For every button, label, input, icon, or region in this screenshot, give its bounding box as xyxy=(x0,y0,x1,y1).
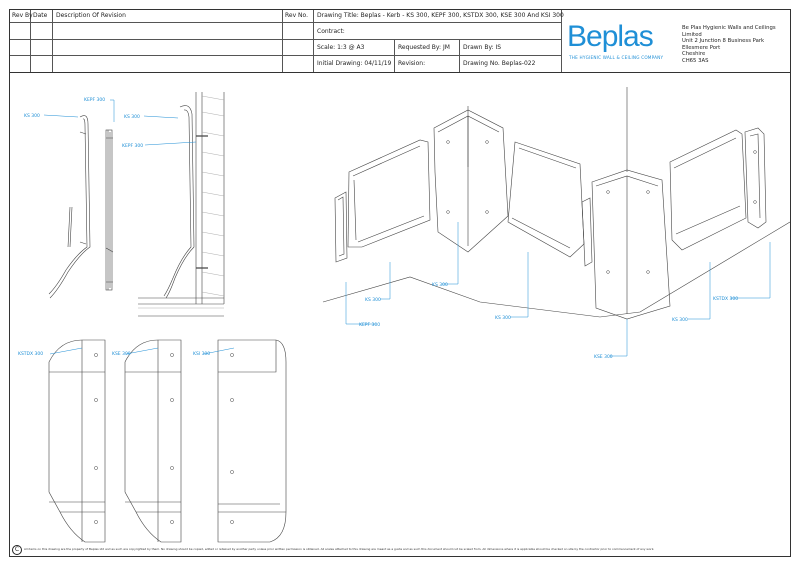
contract-field: Contract: xyxy=(317,28,345,35)
kepf300-profile xyxy=(105,129,114,291)
title-block: Rev By Date Description Of Revision Rev … xyxy=(10,10,790,73)
ks300-label: KS 300 xyxy=(24,113,40,119)
company-address: Be Plas Hygienic Walls and Ceilings Limi… xyxy=(682,25,790,65)
isometric-assembly xyxy=(322,87,791,320)
kepf300-label: KEPF 300 xyxy=(84,97,105,103)
kepf300-label: KEPF 300 xyxy=(122,143,143,149)
kstdx300-label: KSTDX 300 xyxy=(18,351,43,357)
divider xyxy=(394,39,395,72)
requested-by-field: Requested By: JM xyxy=(398,44,450,51)
ks300-profile xyxy=(48,115,91,299)
company-name: Be Plas Hygienic Walls and Ceilings Limi… xyxy=(682,25,776,38)
drawn-by-field: Drawn By: IS xyxy=(463,44,502,51)
divider xyxy=(10,39,561,40)
ks300-label: KS 300 xyxy=(672,317,688,323)
divider xyxy=(52,10,53,72)
ks300-label: KS 300 xyxy=(432,282,448,288)
copyright-notice: All items on this drawing are the proper… xyxy=(24,547,655,551)
divider xyxy=(282,10,283,72)
description-header: Description Of Revision xyxy=(56,12,126,19)
rev-by-header: Rev By xyxy=(12,12,33,19)
divider xyxy=(10,22,561,23)
wall-section xyxy=(138,92,225,317)
fixing-holes xyxy=(94,140,757,524)
drawing-title: Drawing Title: Beplas - Kerb - KS 300, K… xyxy=(317,12,564,19)
kse300-elevation xyxy=(124,339,182,543)
scale-field: Scale: 1:3 @ A3 xyxy=(317,44,365,51)
kepf300-label: KEPF 300 xyxy=(359,322,380,328)
postcode: CH65 3AS xyxy=(682,57,709,64)
ks300-label: KS 300 xyxy=(365,297,381,303)
divider xyxy=(30,10,31,72)
technical-drawing: KS 300 KEPF 300 KS 300 KEPF 300 KSTDX 30… xyxy=(18,87,791,543)
address-line: Cheshire xyxy=(682,51,706,58)
kse300-label: KSE 300 xyxy=(594,354,613,360)
ksi300-elevation xyxy=(217,339,287,543)
kstdx300-label: KSTDX 300 xyxy=(713,296,738,302)
company-logo: Beplas THE HYGIENIC WALL & CEILING COMPA… xyxy=(567,14,680,66)
address-line: Unit 2 Junction 8 Business Park xyxy=(682,38,765,45)
ks300-label: KS 300 xyxy=(124,114,140,120)
logo-tagline: THE HYGIENIC WALL & CEILING COMPANY xyxy=(569,55,664,60)
divider xyxy=(313,10,314,72)
leader-lines xyxy=(43,99,771,357)
ksi300-label: KSI 300 xyxy=(193,351,210,357)
address-line: Ellesmere Port xyxy=(682,44,721,51)
divider xyxy=(10,55,561,56)
kstdx300-elevation xyxy=(48,339,106,543)
initial-drawing-field: Initial Drawing: 04/11/19 xyxy=(317,60,392,67)
footer: C All items on this drawing are the prop… xyxy=(10,543,790,557)
revision-field: Revision: xyxy=(398,60,426,67)
date-header: Date xyxy=(33,12,48,19)
logo-wordmark: Beplas xyxy=(567,20,654,53)
divider xyxy=(459,39,460,72)
kse300-label: KSE 300 xyxy=(112,351,131,357)
divider xyxy=(561,10,562,72)
drawing-number: Drawing No. Beplas-022 xyxy=(463,60,536,67)
drawing-sheet: Rev By Date Description Of Revision Rev … xyxy=(9,9,791,557)
ks300-label: KS 300 xyxy=(495,315,511,321)
copyright-icon: C xyxy=(12,545,22,555)
rev-no-header: Rev No. xyxy=(285,12,309,19)
